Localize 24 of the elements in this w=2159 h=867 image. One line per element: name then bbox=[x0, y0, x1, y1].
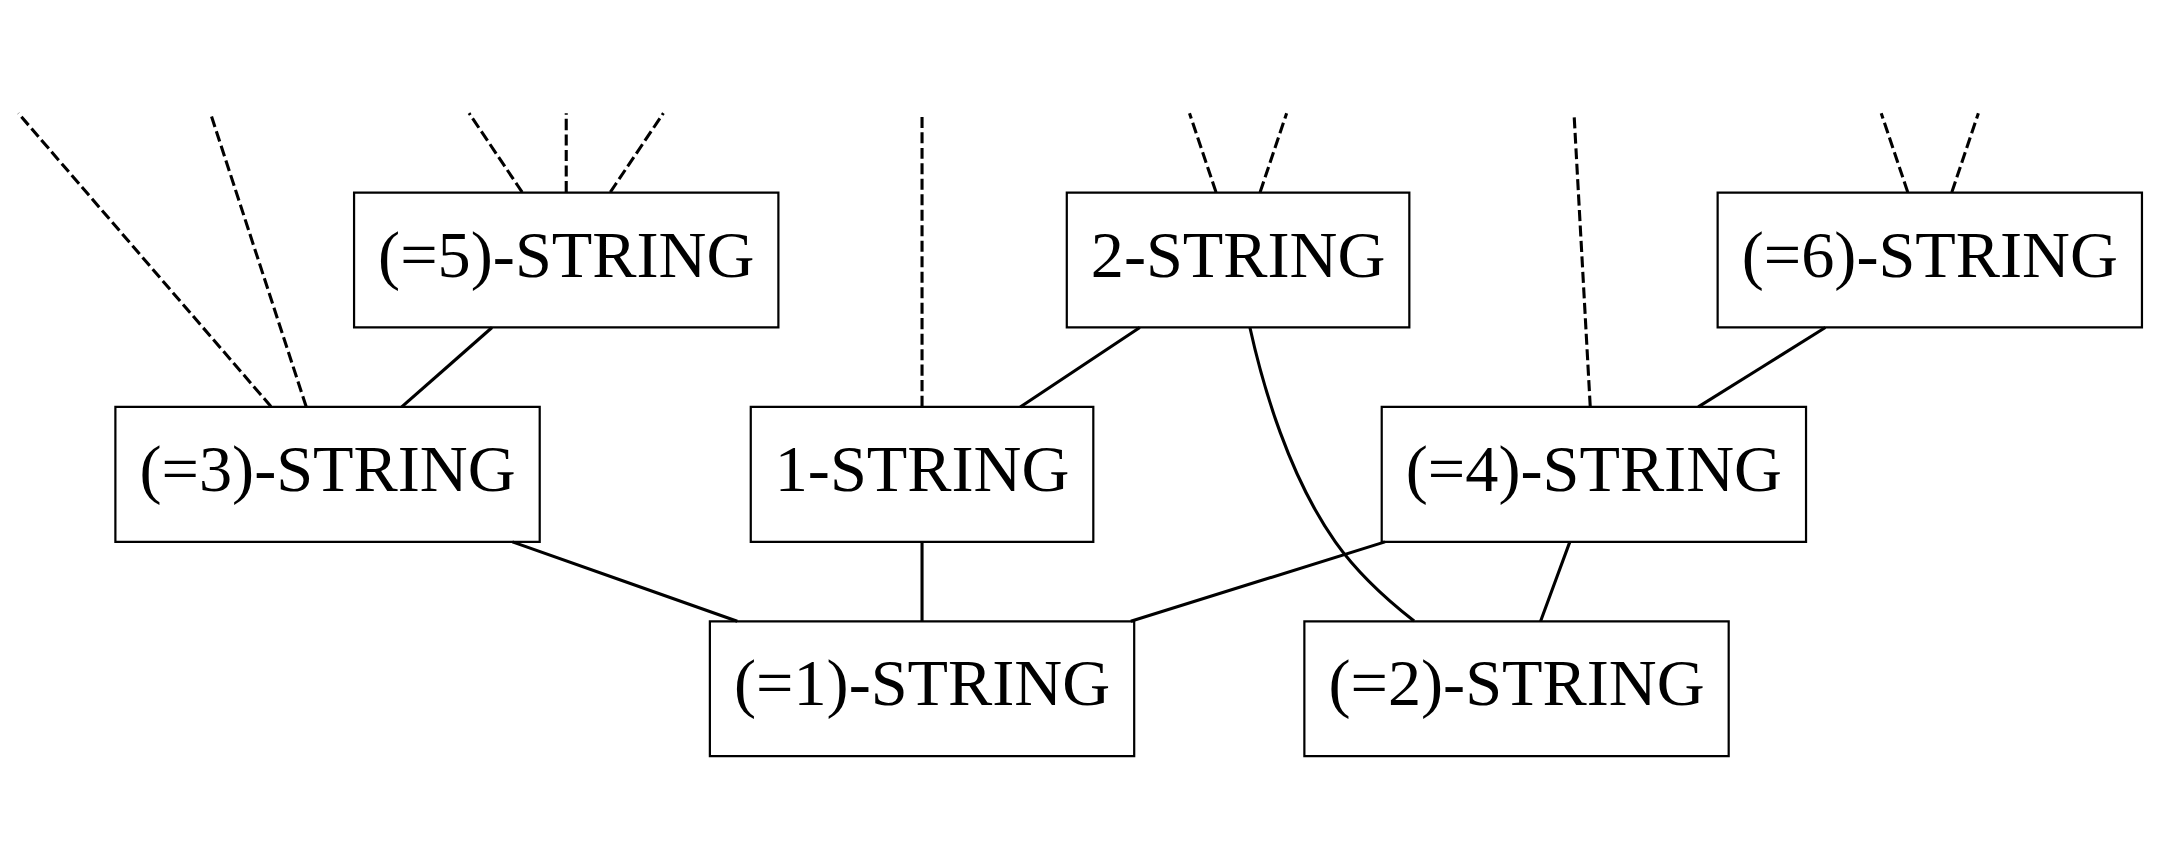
connector bbox=[1248, 327, 1416, 623]
connector bbox=[1188, 112, 1218, 193]
connector bbox=[1879, 112, 1910, 193]
connector bbox=[1697, 326, 1827, 409]
connector bbox=[920, 541, 924, 622]
connector bbox=[1950, 112, 1980, 193]
connector bbox=[609, 112, 665, 193]
connector bbox=[1019, 326, 1141, 409]
connector bbox=[467, 112, 524, 193]
node-box: (=2)-STRING bbox=[1303, 620, 1730, 758]
node-box: (=6)-STRING bbox=[1716, 191, 2144, 329]
node-box: (=4)-STRING bbox=[1380, 405, 1808, 543]
node-box: (=1)-STRING bbox=[708, 620, 1136, 758]
node-box: 2-STRING bbox=[1065, 191, 1411, 329]
connector bbox=[17, 112, 273, 408]
connector bbox=[511, 540, 738, 623]
node-box: 1-STRING bbox=[749, 405, 1095, 543]
connector bbox=[400, 326, 494, 409]
node-box: (=5)-STRING bbox=[352, 191, 780, 329]
connector bbox=[1130, 540, 1386, 623]
node-box: (=3)-STRING bbox=[114, 405, 541, 543]
connector bbox=[1258, 112, 1289, 193]
connector bbox=[1539, 541, 1572, 622]
connector bbox=[564, 113, 568, 193]
